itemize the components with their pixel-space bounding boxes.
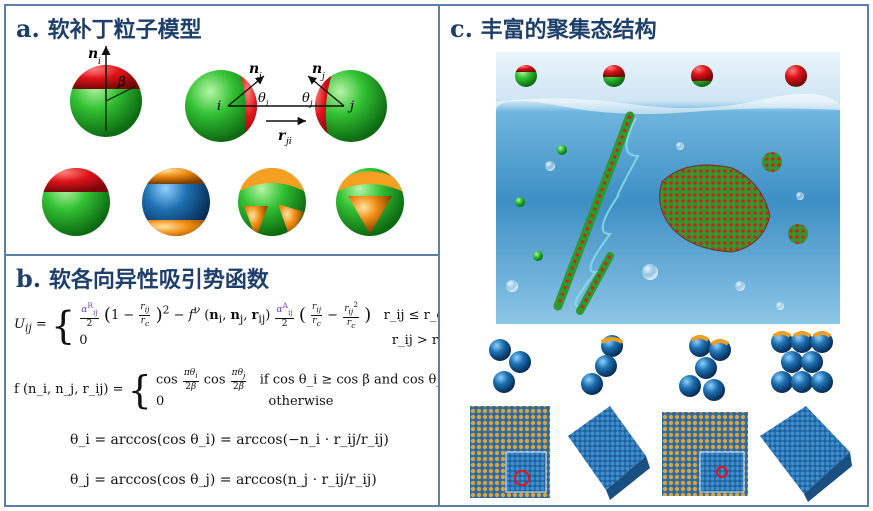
svg-text:β: β <box>117 75 126 90</box>
f-lhs: f (n_i, n_j, r_ij) = <box>14 382 124 398</box>
lattice-1 <box>470 406 550 498</box>
small-clusters <box>515 145 808 261</box>
lattice-2 <box>568 406 650 500</box>
panel-b-title: b. 软各向异性吸引势函数 <box>16 262 269 294</box>
svg-text:i: i <box>98 57 101 67</box>
f-case-2-condition: otherwise <box>268 393 334 409</box>
panel-a-title-text: 软补丁粒子模型 <box>47 17 202 43</box>
svg-text:j: j <box>347 99 354 114</box>
bubbles <box>506 142 804 310</box>
panel-c-figure <box>470 52 852 502</box>
lattice-3 <box>662 412 748 496</box>
svg-text:θ: θ <box>302 91 310 106</box>
chain-assembly-1 <box>489 339 531 393</box>
u-case-2: 0 r_ij > r_c <box>79 331 452 351</box>
patch-particle-three-patch <box>238 168 306 236</box>
panel-b-title-text: 软各向异性吸引势函数 <box>48 267 269 293</box>
svg-text:θ: θ <box>258 91 266 106</box>
sheet-aggregate <box>659 164 771 253</box>
cluster-assembly-4 <box>771 331 833 393</box>
panel-c-title-text: 丰富的聚集态结构 <box>480 17 657 43</box>
assembly-row-small <box>489 331 833 401</box>
lattice-4 <box>760 406 852 502</box>
cluster-assembly-3 <box>679 335 731 401</box>
panel-c-title: c. 丰富的聚集态结构 <box>450 12 657 44</box>
svg-text:i: i <box>217 99 221 114</box>
theta-i-equation: θ_i = arccos(cos θ_i) = arccos(−n_i · r_… <box>70 432 389 448</box>
u-symbol: U <box>14 316 25 332</box>
panel-c-letter: c. <box>450 14 473 43</box>
surface-particles <box>515 65 807 87</box>
chain-assembly-2 <box>581 335 624 395</box>
f-case-2: 0 otherwise <box>156 392 499 412</box>
svg-text:ji: ji <box>284 137 292 147</box>
patch-particle-janus-band <box>142 168 210 236</box>
pair-patch-particles: i j n i n j θ i θ j r ji <box>185 61 387 147</box>
panel-a-title: a. 软补丁粒子模型 <box>16 12 202 44</box>
underwater-assembly-scene <box>496 52 840 324</box>
panel-a-figure: n i β i j n i n j θ i θ j r ji <box>42 46 404 236</box>
patch-particle-one-patch <box>42 168 110 236</box>
u-case-2-value: 0 <box>79 332 88 348</box>
panel-a-patch-model: a. 软补丁粒子模型 <box>4 4 440 256</box>
svg-text:n: n <box>249 61 259 77</box>
svg-text:i: i <box>259 72 262 82</box>
panel-c-aggregates: c. 丰富的聚集态结构 <box>438 4 869 507</box>
svg-text:j: j <box>320 72 325 82</box>
crystal-lattices-row <box>470 406 852 502</box>
u-subscript: ij <box>24 321 32 335</box>
theta-j-equation: θ_j = arccos(cos θ_j) = arccos(n_j · r_i… <box>70 472 377 488</box>
u-case-2-condition: r_ij > r_c <box>391 332 452 348</box>
svg-text:i: i <box>266 99 269 108</box>
svg-text:n: n <box>312 61 322 77</box>
svg-text:n: n <box>88 46 98 62</box>
helical-fibers <box>553 111 640 315</box>
panel-a-letter: a. <box>16 14 40 43</box>
panel-b-letter: b. <box>16 264 42 293</box>
patch-particle-four-patch <box>336 168 404 236</box>
u-case-1-condition: r_ij ≤ r_c <box>383 307 444 323</box>
f-case-2-value: 0 <box>155 393 165 409</box>
svg-text:r: r <box>278 128 287 144</box>
svg-text:j: j <box>308 99 313 108</box>
single-patch-particle: n i β <box>70 46 142 137</box>
